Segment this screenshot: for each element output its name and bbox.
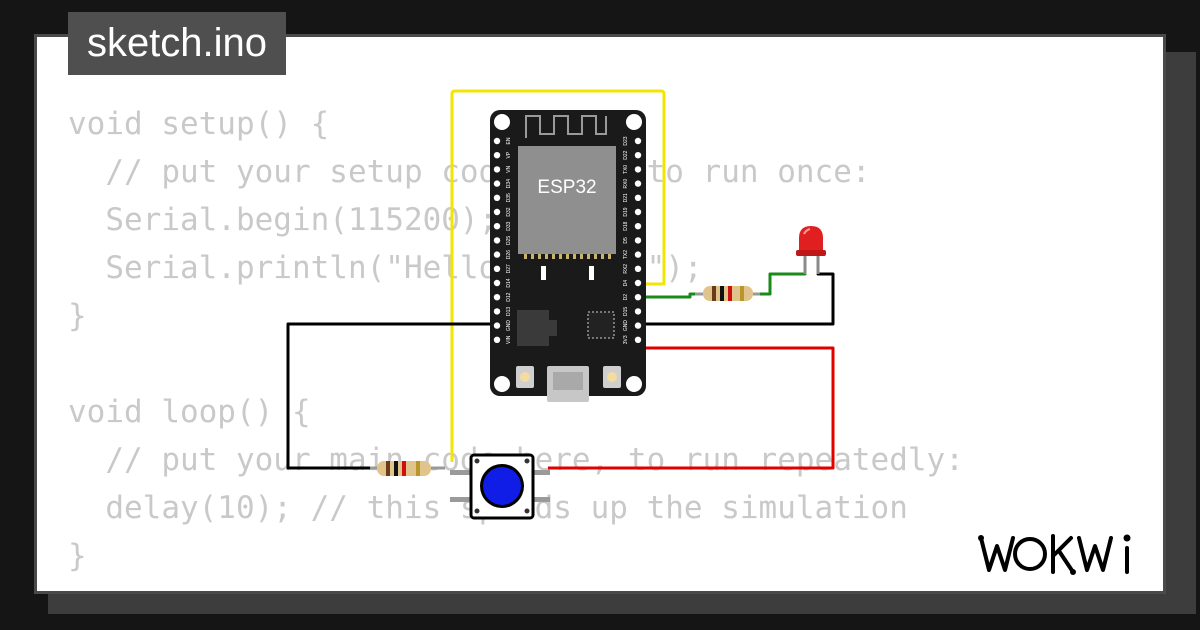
code-line: } — [68, 298, 87, 334]
pin-right-d19[interactable] — [634, 208, 642, 216]
esp32-board[interactable]: ESP32 ENVPVND34D35D32D33D25D26D27D14D12D… — [490, 110, 646, 402]
file-tab[interactable]: sketch.ino — [68, 12, 286, 75]
pin-label: 3V3 — [623, 335, 629, 344]
code-editor[interactable]: void setup() { // put your setup code he… — [68, 100, 964, 580]
pin-label: D26 — [506, 250, 512, 259]
pin-right-tx0[interactable] — [634, 166, 642, 173]
pin-left-d33[interactable] — [493, 223, 501, 230]
pin-left-d32[interactable] — [493, 208, 501, 216]
pin-right-d18[interactable] — [634, 223, 642, 230]
pin-right-d4[interactable] — [634, 279, 642, 287]
code-line: } — [68, 538, 87, 574]
code-line: void setup() { — [68, 106, 330, 142]
pin-right-gnd[interactable] — [634, 322, 642, 329]
pin-label: D4 — [623, 280, 629, 287]
pin-right-tx2[interactable] — [634, 251, 642, 258]
pin-label: RX2 — [623, 264, 629, 274]
esp32-chip — [518, 146, 616, 254]
pin-left-d26[interactable] — [493, 251, 501, 258]
pin-right-d23[interactable] — [634, 137, 642, 145]
pin-left-vin[interactable] — [493, 336, 501, 343]
pin-label: D15 — [623, 307, 629, 316]
code-line: Serial.begin(115200); — [68, 202, 498, 238]
pin-label: TX2 — [623, 250, 629, 259]
yellow-wire[interactable] — [450, 89, 666, 462]
pin-label: D33 — [506, 221, 512, 230]
pin-label: D34 — [506, 179, 512, 188]
pin-right-d2[interactable] — [634, 294, 642, 301]
pin-left-d27[interactable] — [493, 265, 501, 272]
pin-label: D25 — [506, 236, 512, 245]
pin-label: D22 — [623, 150, 629, 159]
red-led[interactable] — [796, 226, 826, 274]
pin-left-d25[interactable] — [493, 237, 501, 244]
code-line: void loop() { — [68, 394, 311, 430]
pin-left-d12[interactable] — [493, 294, 501, 301]
pin-left-d14[interactable] — [493, 279, 501, 287]
pin-right-rx2[interactable] — [634, 265, 642, 272]
pin-label: D14 — [506, 278, 512, 287]
pin-right-3v3[interactable] — [634, 336, 642, 343]
green-wire[interactable] — [640, 292, 700, 299]
code-line: delay(10); // this speeds up the simulat… — [105, 490, 908, 526]
pin-label: D12 — [506, 292, 512, 301]
voltage-regulator — [517, 310, 549, 346]
resistor-led[interactable] — [695, 286, 760, 301]
pin-right-d21[interactable] — [634, 194, 642, 201]
pin-right-d15[interactable] — [634, 308, 642, 315]
black-wire-left[interactable] — [286, 322, 497, 470]
wokwi-logo[interactable] — [975, 524, 1155, 580]
pushbutton[interactable] — [450, 453, 550, 520]
pin-label: D35 — [506, 193, 512, 202]
pin-label: D23 — [623, 136, 629, 145]
pin-right-d22[interactable] — [634, 152, 642, 159]
pin-label: D13 — [506, 307, 512, 316]
pin-label: TX0 — [623, 165, 629, 174]
pin-left-d35[interactable] — [493, 194, 501, 201]
pin-label: EN — [506, 137, 512, 144]
pin-label: D27 — [506, 264, 512, 273]
pin-label: GND — [506, 320, 512, 332]
pin-left-d34[interactable] — [493, 180, 501, 187]
pin-label: RX0 — [623, 179, 629, 189]
chip-label: ESP32 — [537, 177, 596, 198]
pin-left-vn[interactable] — [493, 166, 501, 173]
pin-right-rx0[interactable] — [634, 180, 642, 187]
pin-label: VP — [506, 151, 512, 158]
pin-left-gnd[interactable] — [493, 322, 501, 329]
pin-label: D19 — [623, 207, 629, 216]
pin-left-vp[interactable] — [493, 152, 501, 159]
pin-label: VN — [506, 166, 512, 173]
pin-label: GND — [623, 320, 629, 332]
pin-label: D2 — [623, 294, 629, 301]
resistor-button[interactable] — [370, 461, 445, 476]
pin-label: D21 — [623, 193, 629, 202]
pin-left-d13[interactable] — [493, 308, 501, 315]
green-wire-led[interactable] — [755, 262, 807, 296]
pin-right-d5[interactable] — [634, 237, 642, 244]
pin-left-en[interactable] — [493, 137, 501, 145]
usb-serial-chip — [587, 311, 615, 339]
pin-label: D5 — [623, 237, 629, 244]
pin-label: VIN — [506, 335, 512, 344]
code-line: // put your main code here, to run repea… — [105, 442, 964, 478]
pin-label: D32 — [506, 207, 512, 216]
pin-label: D18 — [623, 221, 629, 230]
